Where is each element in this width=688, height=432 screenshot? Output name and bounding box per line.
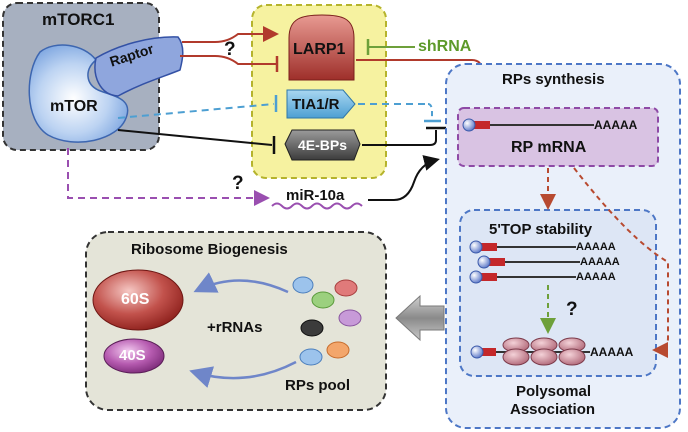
polysome-ribosomes: [502, 337, 586, 366]
shrna-label: shRNA: [418, 38, 472, 55]
stable-mrna-1-cap: [469, 240, 483, 254]
subunit-60s: [92, 269, 184, 331]
stable-mrna-3-tag: [481, 273, 497, 281]
stable-mrna-2-polya: AAAAA: [580, 256, 620, 268]
polysome-mrna-cap: [470, 345, 484, 359]
stable-mrna-3-polya: AAAAA: [576, 271, 616, 283]
larp1-label: LARP1: [293, 41, 346, 58]
polysome-mrna-tag: [482, 348, 496, 356]
mtorc1-title: mTORC1: [42, 10, 115, 29]
tia1r-shape: [286, 89, 356, 119]
subunit-40s-label: 40S: [119, 347, 146, 364]
ribosome-biogenesis-title: Ribosome Biogenesis: [131, 241, 288, 258]
synthesis-to-pool-arrow: [395, 294, 445, 342]
raptor-larp1-inhibit: [180, 55, 276, 65]
rrnas-label: +rRNAs: [207, 319, 263, 336]
rp-mrna-box: [457, 107, 659, 167]
raptor-larp1-arrow: [182, 26, 279, 43]
mtor-label: mTOR: [50, 98, 98, 115]
rp-mrna-cap: [462, 118, 476, 132]
stable-mrna-1-tag: [481, 243, 497, 251]
bps-mrna-line: [362, 130, 437, 146]
question-mark-mir10a: ?: [232, 173, 244, 194]
mir10a-label: miR-10a: [286, 187, 345, 204]
pool-60s-arrow: [193, 272, 289, 294]
stable-mrna-1-polya: AAAAA: [576, 241, 616, 253]
mir10a-mrna-arrow: [368, 155, 440, 201]
rp-pool-spheres: [292, 276, 362, 366]
stable-mrna-2-cap: [477, 255, 491, 269]
polysomal-label: Polysomal: [516, 383, 592, 400]
mrna-polysome-arrow: [573, 167, 669, 358]
stable-mrna-2-tag: [489, 258, 505, 266]
mir10a-squiggle: [271, 202, 363, 210]
association-label: Association: [510, 401, 596, 418]
larp1-shape: [288, 14, 355, 81]
polysome-polya: AAAAA: [590, 345, 634, 359]
pool-40s-arrow: [189, 360, 297, 388]
top-stability-box: [459, 209, 657, 377]
bps-label: 4E-BPs: [298, 137, 348, 153]
top-stability-title: 5'TOP stability: [489, 221, 593, 238]
mtor-bps-line: [117, 129, 273, 146]
raptor-shape: [94, 36, 184, 97]
rps-synthesis-title: RPs synthesis: [502, 71, 605, 88]
mtor-mir10a-dashed: [67, 148, 270, 206]
tia-mrna-bend: [427, 103, 433, 120]
subunit-60s-label: 60S: [121, 291, 150, 308]
rp-mrna-polya: AAAAA: [594, 118, 638, 132]
mtor-shape: [28, 44, 129, 143]
bps-shape: [284, 129, 361, 161]
rp-mrna-label: RP mRNA: [511, 139, 587, 156]
question-mark-raptor: ?: [224, 39, 236, 60]
tia1r-label: TIA1/R: [292, 96, 340, 113]
question-mark-stability: ?: [566, 299, 578, 320]
mtor-tia-dashed: [117, 103, 275, 119]
rps-pool-label: RPs pool: [285, 377, 351, 394]
rp-mrna-top-tag: [474, 121, 490, 129]
stable-mrna-3-cap: [469, 270, 483, 284]
subunit-40s: [103, 338, 165, 374]
